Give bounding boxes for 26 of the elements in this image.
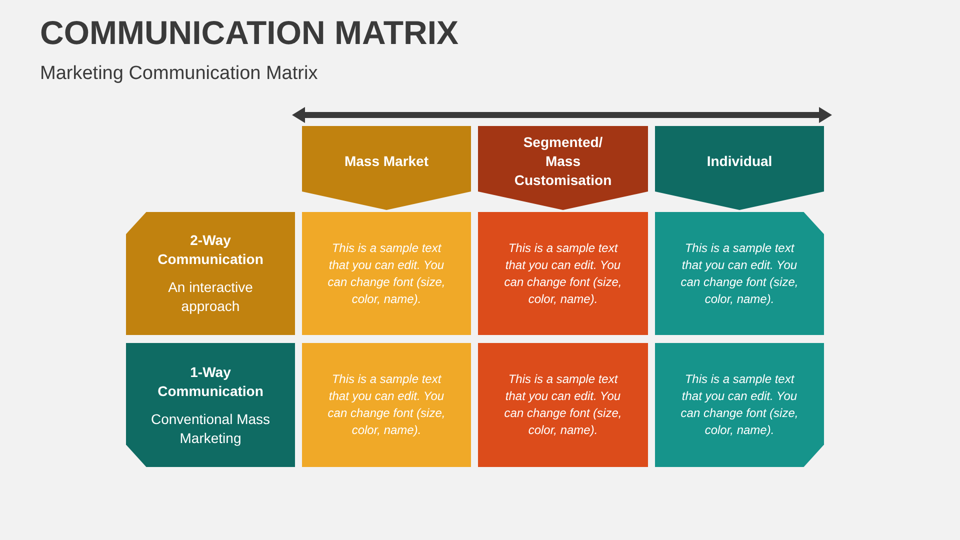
matrix-cell (302, 343, 471, 467)
row-title: 1-Way Communication (156, 362, 264, 400)
row-description: Conventional Mass Marketing (150, 410, 272, 448)
column-header (302, 126, 471, 210)
cell-text: This is a sample text that you can edit. You can change font (size, color, name). (503, 240, 623, 308)
column-header (655, 126, 824, 210)
column-header (478, 126, 648, 210)
row-title: 2-Way Communication (156, 231, 264, 269)
page-title: COMMUNICATION MATRIX (40, 14, 459, 52)
matrix-cell (655, 343, 824, 467)
matrix-cell (478, 343, 648, 467)
cell-text: This is a sample text that you can edit. You can change font (size, color, name). (326, 240, 446, 308)
matrix-cell (302, 212, 471, 335)
row-header (126, 212, 295, 335)
header-text: Segmented/ Mass Customisation (514, 132, 612, 190)
header-text: Individual (706, 152, 772, 170)
cell-text: This is a sample text that you can edit. You can change font (size, color, name). (680, 371, 800, 439)
cell-text: This is a sample text that you can edit. You can change font (size, color, name). (503, 371, 623, 439)
row-description: An interactive approach (167, 278, 254, 316)
cell-text: This is a sample text that you can edit. You can change font (size, color, name). (326, 371, 446, 439)
header-text: Mass Market (344, 152, 429, 170)
row-header (126, 343, 295, 467)
matrix-cell (655, 212, 824, 335)
cell-text: This is a sample text that you can edit. You can change font (size, color, name). (680, 240, 800, 308)
matrix-cell (478, 212, 648, 335)
page-subtitle: Marketing Communication Matrix (40, 63, 318, 85)
